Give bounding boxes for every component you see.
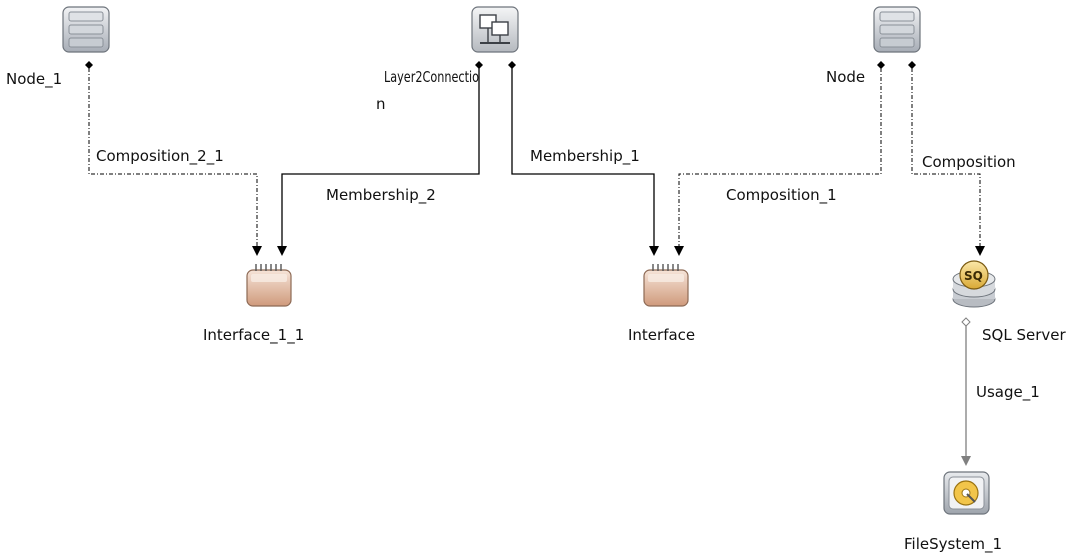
node-interface[interactable]: Interface <box>628 264 695 344</box>
sql-database-icon: SQ <box>952 260 996 308</box>
node-layer2-connection[interactable]: Layer2Connectio n <box>376 6 519 113</box>
edge-membership-1[interactable] <box>508 61 659 256</box>
server-icon <box>873 6 921 53</box>
network-interface-icon <box>643 264 689 307</box>
node-label: Node_1 <box>6 70 62 89</box>
node-interface-1-1[interactable]: Interface_1_1 <box>203 264 304 345</box>
disk-drive-icon <box>943 471 990 515</box>
node-sql-server[interactable]: SQ SQL Server <box>952 260 1066 344</box>
node-node-1[interactable]: Node_1 <box>6 6 110 89</box>
edge-composition-2-1[interactable] <box>85 61 262 256</box>
node-label: Node <box>826 68 865 86</box>
node-label: SQL Server <box>982 326 1066 344</box>
node-node[interactable]: Node <box>826 6 921 86</box>
edge-label-membership-2: Membership_2 <box>326 186 436 205</box>
edge-composition[interactable] <box>908 61 985 256</box>
node-label: Interface <box>628 326 695 344</box>
edge-label-composition-1: Composition_1 <box>726 186 837 205</box>
edge-label-composition-2-1: Composition_2_1 <box>96 147 224 166</box>
node-label: FileSystem_1 <box>904 535 1002 554</box>
edge-label-usage-1: Usage_1 <box>976 383 1040 402</box>
node-label-line-1: Layer2Connectio <box>384 68 479 86</box>
edge-label-composition: Composition <box>922 153 1016 171</box>
network-interface-icon <box>246 264 292 307</box>
node-label-line-2: n <box>376 95 386 113</box>
network-connection-icon <box>471 6 519 53</box>
edge-label-membership-1: Membership_1 <box>530 147 640 166</box>
edge-composition-1[interactable] <box>674 61 885 256</box>
server-icon <box>62 6 110 53</box>
edge-usage-1[interactable] <box>961 317 971 466</box>
node-filesystem-1[interactable]: FileSystem_1 <box>904 471 1002 554</box>
edge-membership-2[interactable] <box>277 61 483 256</box>
node-label: Interface_1_1 <box>203 326 304 345</box>
sql-badge-text: SQ <box>964 269 983 283</box>
